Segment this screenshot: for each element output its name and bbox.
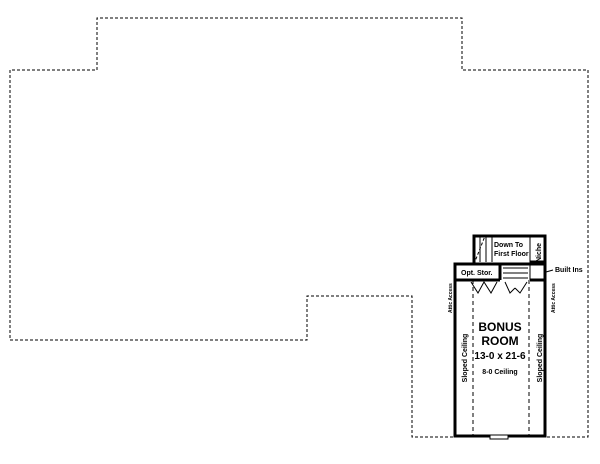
attic-access-right-label: Attic Access — [551, 283, 557, 313]
opt-storage-label: Opt. Stor. — [461, 270, 493, 277]
room-size: 13-0 x 21-6 — [474, 351, 526, 362]
niche-label: Niche — [536, 243, 543, 262]
first-floor-outline — [9, 17, 589, 438]
stairs — [473, 235, 528, 279]
sloped-ceiling-left: Sloped Ceiling — [462, 334, 469, 383]
bonus-room-walls — [453, 234, 547, 438]
sloped-ceiling-right: Sloped Ceiling — [537, 334, 544, 383]
built-ins-leader — [545, 269, 554, 273]
built-ins-label: Built Ins — [555, 267, 583, 274]
closet-doors — [470, 281, 528, 294]
ceiling-height: 8-0 Ceiling — [482, 369, 517, 376]
window — [489, 434, 509, 440]
attic-access-left-label: Attic Access — [448, 283, 454, 313]
